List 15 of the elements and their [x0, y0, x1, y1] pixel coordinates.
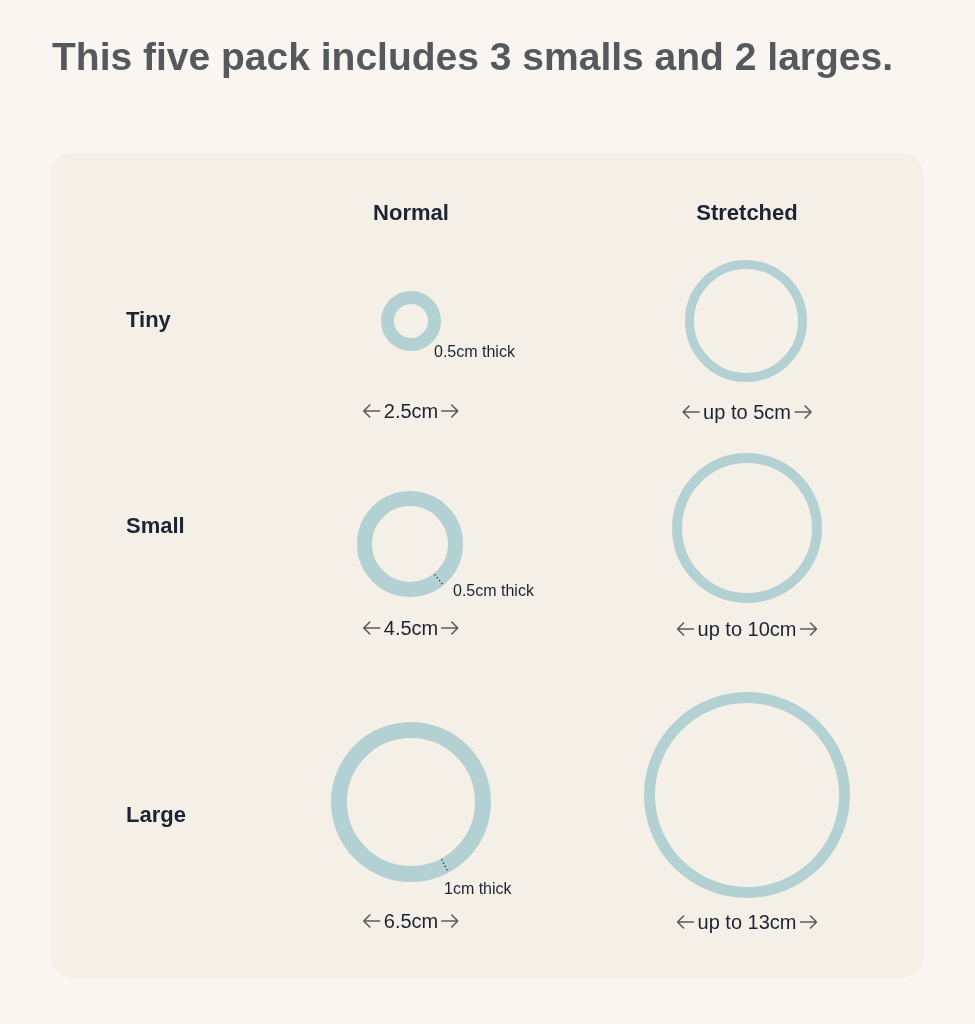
row-heading: Tiny	[126, 307, 171, 333]
dimension-label: up to 10cm	[697, 617, 797, 641]
row-heading: Large	[126, 802, 186, 828]
column-heading: Stretched	[696, 200, 798, 226]
dimension-label: 2.5cm	[383, 399, 439, 423]
dimension-label: 4.5cm	[383, 616, 439, 640]
dimension-label: up to 5cm	[703, 400, 791, 424]
thickness-note: 1cm thick	[444, 880, 512, 898]
thickness-note: 0.5cm thick	[434, 343, 515, 361]
dimension-label: up to 13cm	[697, 910, 797, 934]
title: This five pack includes 3 smalls and 2 larges.	[52, 35, 894, 79]
column-heading: Normal	[373, 200, 449, 226]
dimension-label: 6.5cm	[383, 909, 439, 933]
row-heading: Small	[126, 513, 185, 539]
thickness-note: 0.5cm thick	[453, 582, 534, 600]
